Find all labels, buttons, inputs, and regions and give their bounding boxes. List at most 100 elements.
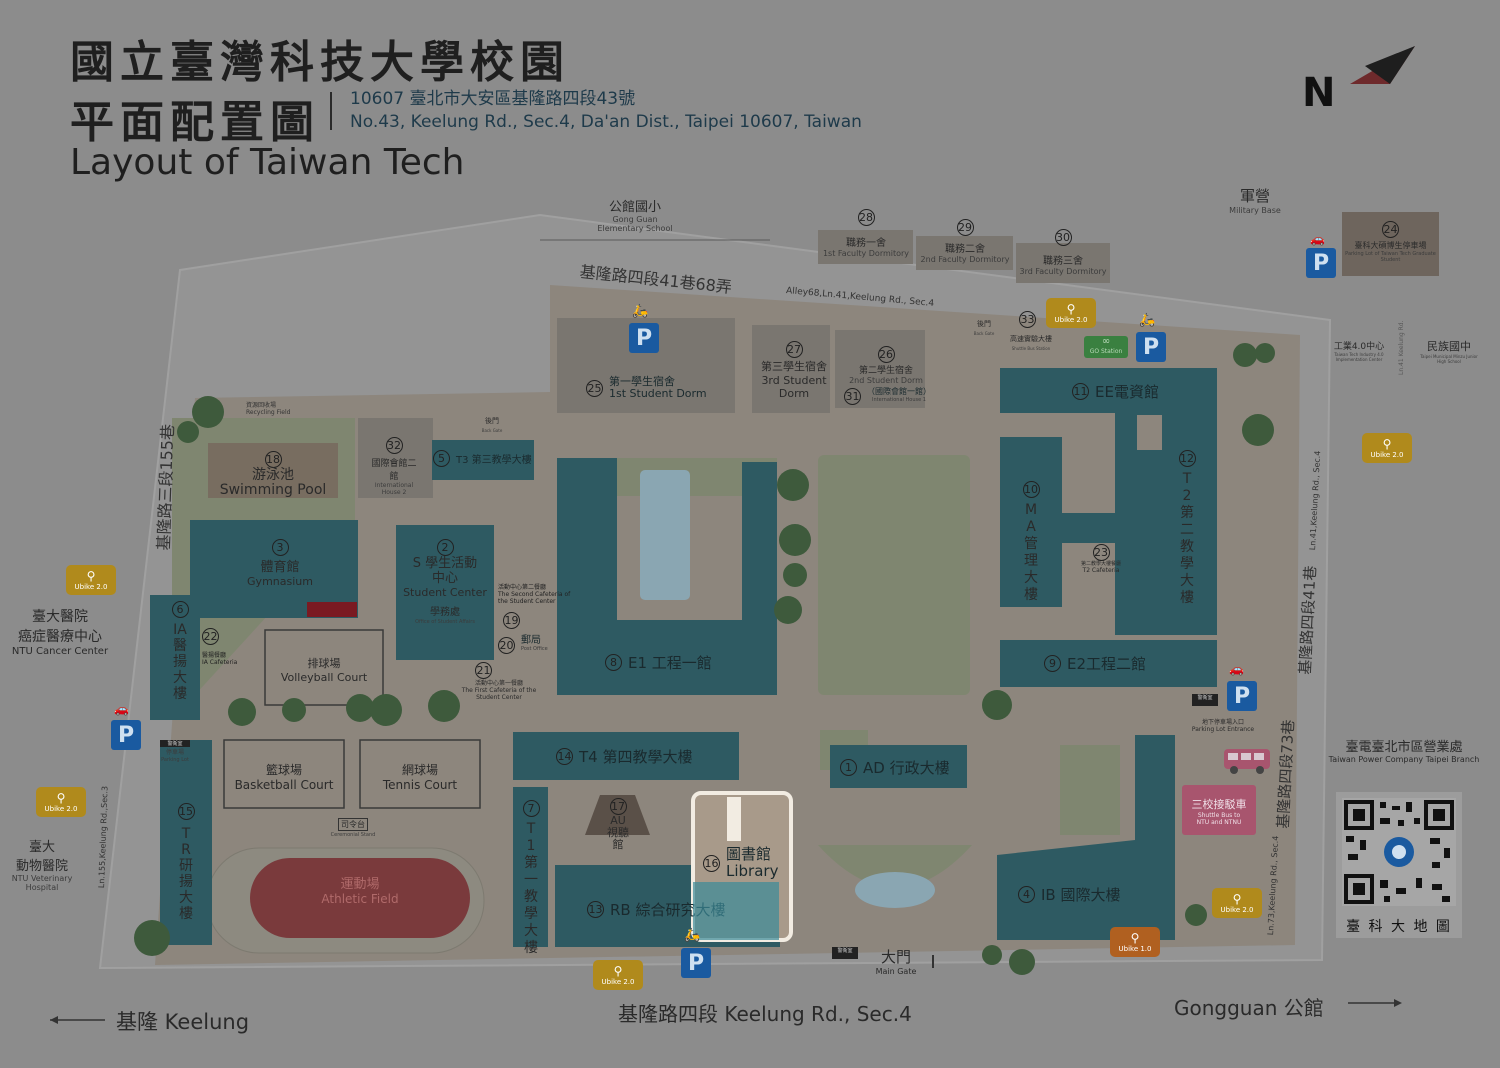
north-label: N	[1302, 70, 1336, 116]
parking-icon[interactable]: P	[629, 323, 659, 353]
athletic-field[interactable]: 運動場 Athletic Field	[321, 877, 399, 906]
building-31[interactable]: 31 （國際會館一館）International House 1	[844, 387, 931, 405]
building-19-marker[interactable]: 19	[503, 612, 520, 629]
car-icon: 🚗	[1229, 662, 1244, 676]
minzu-junior-high: 民族國中 Taipei Municipal Minzu Junior High …	[1420, 340, 1478, 364]
north-arrow-icon	[1350, 46, 1415, 84]
back-gate-west[interactable]: 後門 Back Gate	[481, 417, 503, 433]
ubike-station[interactable]: ⚲Ubike 2.0	[36, 787, 86, 817]
address-en: No.43, Keelung Rd., Sec.4, Da'an Dist., …	[350, 112, 862, 132]
scooter-icon: 🛵	[684, 928, 701, 943]
building-17-au[interactable]: 17 AU 視聽館	[607, 798, 629, 851]
parking-icon[interactable]: P	[1136, 332, 1166, 362]
building-7-t1[interactable]: 7 T1 第一教學大樓	[522, 800, 540, 956]
building-29[interactable]: 29 職務二舍 2nd Faculty Dormitory	[920, 219, 1010, 264]
recycling-field: 資源回收場 Recycling Field	[246, 402, 291, 416]
ubike-station[interactable]: ⚲Ubike 1.0	[1110, 927, 1160, 957]
ubike-station[interactable]: ⚲Ubike 2.0	[1212, 888, 1262, 918]
go-station[interactable]: ∞GO Station	[1084, 336, 1128, 358]
taipower-branch: 臺電臺北市區營業處 Taiwan Power Company Taipei Br…	[1328, 740, 1480, 764]
security-post-main: 警衛室	[832, 947, 858, 959]
qr-code-icon	[1342, 798, 1456, 906]
building-10-ma[interactable]: 10 MA 管理大樓	[1022, 481, 1040, 603]
back-gate-east[interactable]: 後門 Back Gate	[973, 320, 995, 336]
building-27[interactable]: 27 第三學生宿舍 3rd Student Dorm	[761, 341, 827, 400]
building-18-swimming-pool[interactable]: 18 游泳池 Swimming Pool	[219, 451, 327, 498]
gongguan-school: 公館國小 Gong Guan Elementary School	[597, 200, 673, 233]
parking-icon[interactable]: P	[111, 720, 141, 750]
first-cafeteria: 活動中心第一餐廳 The First Cafeteria of the Stud…	[461, 680, 537, 701]
building-21-marker[interactable]: 21	[475, 662, 492, 679]
title-divider	[330, 92, 332, 130]
building-6-ia[interactable]: 6 IA 醫揚大樓	[171, 601, 189, 702]
car-icon: 🚗	[1310, 232, 1325, 246]
industry40-center: 工業4.0中心 Taiwan Tech Industry 4.0 Impleme…	[1333, 342, 1385, 362]
building-24[interactable]: 24 臺科大碩博生停車場 Parking Lot of Taiwan Tech …	[1345, 221, 1436, 263]
ubike-station[interactable]: ⚲Ubike 2.0	[593, 960, 643, 990]
direction-gongguan: Gongguan 公館	[1174, 996, 1324, 1020]
title-zh-line1: 國立臺灣科技大學校園	[70, 37, 570, 88]
bicycle-icon: ⚲	[1232, 892, 1242, 906]
bicycle-icon: ⚲	[86, 569, 96, 583]
parking-lot-west: 警衛室 停車場 Parking Lot	[160, 740, 190, 763]
scooter-icon: 🛵	[1139, 313, 1156, 328]
ntu-vet-hospital: 臺大 動物醫院 NTU Veterinary Hospital	[11, 840, 73, 892]
title-zh-line2: 平面配置圖	[70, 97, 320, 148]
ceremonial-stand: 司令台 Ceremonial Stand	[330, 818, 376, 838]
building-30[interactable]: 30 職務三舍 3rd Faculty Dormitory	[1019, 229, 1107, 276]
gym-entrance-mark	[307, 602, 357, 617]
address: 10607 臺北市大安區基隆路四段43號 No.43, Keelung Rd.,…	[350, 88, 862, 134]
building-3-gymnasium[interactable]: 3 體育館 Gymnasium	[247, 539, 313, 588]
building-12-t2[interactable]: 12 T2 第二教學大樓	[1178, 450, 1196, 606]
shuttle-bus-stop[interactable]: 三校接駁車 Shuttle Bus to NTU and NTNU	[1191, 798, 1247, 826]
ntu-cancer-center: 臺大醫院 癌症醫療中心 NTU Cancer Center	[11, 609, 109, 657]
building-33-marker[interactable]: 33	[1019, 311, 1036, 328]
building-2-student-center[interactable]: 2 S 學生活動中心 Student Center 學務處 Office of …	[403, 539, 487, 625]
shuttle-station-building: 高速實驗大樓 Shuttle Bus Station	[1010, 335, 1052, 351]
address-zh: 10607 臺北市大安區基隆路四段43號	[350, 89, 636, 109]
parking-icon[interactable]: P	[1227, 681, 1257, 711]
building-26[interactable]: 26 第二學生宿舍 2nd Student Dorm	[849, 346, 923, 385]
building-22-marker[interactable]: 22	[202, 628, 219, 645]
building-32[interactable]: 32 國際會館二館 International House 2	[371, 437, 417, 496]
second-cafeteria: 活動中心第二餐廳 The Second Cafeteria of the Stu…	[498, 584, 571, 605]
bicycle-icon: ⚲	[1066, 302, 1076, 316]
shuttle-bus-icon	[1224, 749, 1270, 774]
road-main: 基隆路四段 Keelung Rd., Sec.4	[618, 1002, 912, 1026]
scooter-icon: 🛵	[632, 304, 649, 319]
bicycle-icon: ⚲	[56, 791, 66, 805]
military-base: 軍營 Military Base	[1229, 187, 1281, 215]
ubike-station[interactable]: ⚲Ubike 2.0	[66, 565, 116, 595]
bicycle-icon: ⚲	[613, 964, 623, 978]
ubike-station[interactable]: ⚲Ubike 2.0	[1362, 433, 1412, 463]
map-qr-code[interactable]: 臺 科 大 地 圖	[1336, 792, 1462, 938]
building-15-tr[interactable]: 15 TR 研揚大樓	[177, 803, 195, 922]
ia-cafeteria: 醫揚餐廳 IA Cafeteria	[202, 652, 238, 666]
building-28[interactable]: 28 職務一舍 1st Faculty Dormitory	[822, 209, 910, 258]
building-23-t2-cafeteria[interactable]: 23 第二教學大樓餐廳 T2 Cafeteria	[1080, 544, 1121, 574]
road-ln155-zh: 基隆路三段155巷	[153, 423, 178, 551]
parking-icon[interactable]: P	[1306, 248, 1336, 278]
ubike-station[interactable]: ⚲Ubike 2.0	[1046, 298, 1096, 328]
parking-icon[interactable]: P	[681, 948, 711, 978]
title-en: Layout of Taiwan Tech	[70, 142, 465, 183]
qr-label: 臺 科 大 地 圖	[1346, 919, 1452, 935]
rb-library-overlap	[693, 882, 779, 940]
bicycle-icon: ⚲	[1382, 437, 1392, 451]
main-gate[interactable]: 大門 Main Gate	[875, 948, 917, 976]
